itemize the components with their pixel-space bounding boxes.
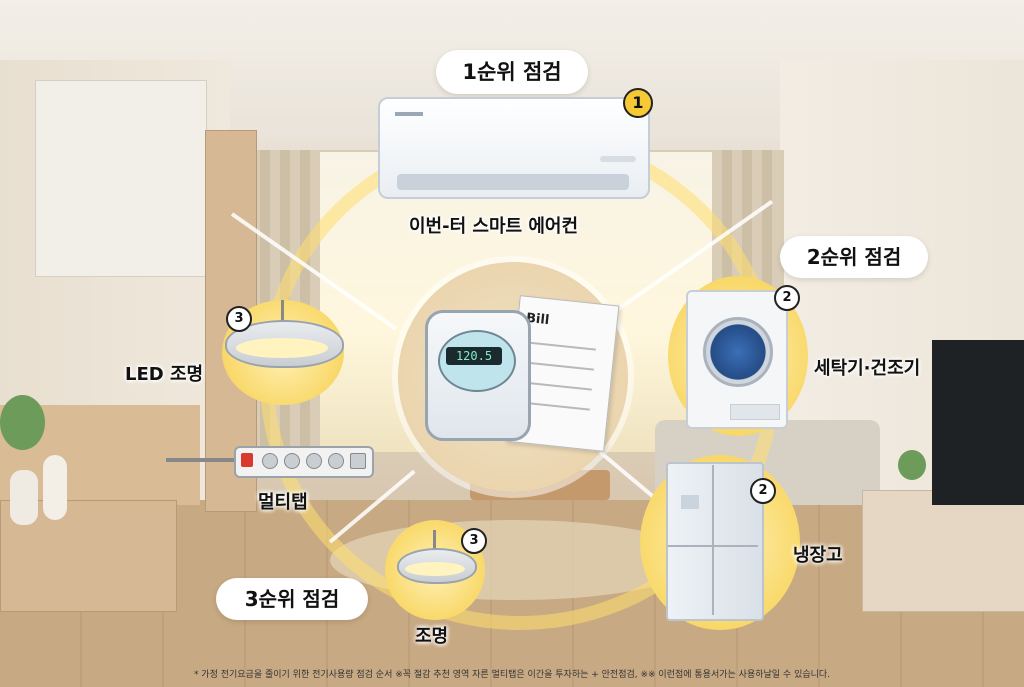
meter-reading: 120.5 xyxy=(446,347,502,365)
ac-vent xyxy=(397,174,629,190)
outlet xyxy=(328,453,344,469)
label-washer-dryer: 세탁기·건조기 xyxy=(814,358,921,379)
ac-indicator xyxy=(600,156,636,162)
footer-note: * 가정 전기요금을 줄이기 위한 전기사용량 점검 순서 ※꼭 절감 추천 영… xyxy=(193,670,831,680)
badge-2-fridge: 2 xyxy=(750,478,776,504)
ac-logo xyxy=(395,112,423,116)
plant-right xyxy=(898,450,926,480)
vase xyxy=(10,470,38,525)
tv-stand xyxy=(862,490,1024,612)
fridge-display xyxy=(681,495,699,509)
refrigerator xyxy=(666,462,764,621)
label-air-conditioner: 이번-터 스마트 에어컨 xyxy=(409,216,579,237)
vase xyxy=(43,455,67,520)
priority-2-pill: 2순위 점검 xyxy=(780,236,928,278)
priority-1-pill: 1순위 점검 xyxy=(436,50,588,94)
priority-3-pill: 3순위 점검 xyxy=(216,578,368,620)
power-cord xyxy=(166,458,236,462)
lamp-cord xyxy=(281,300,284,322)
label-power-strip: 멀티탭 xyxy=(258,492,308,513)
television xyxy=(932,340,1024,505)
plant-left xyxy=(0,395,45,450)
label-led-light: LED 조명 xyxy=(125,364,204,385)
washer-drawer xyxy=(730,404,780,420)
outlet xyxy=(350,453,366,469)
badge-3-led: 3 xyxy=(226,306,252,332)
fridge-drawer-line xyxy=(668,545,758,547)
badge-1: 1 xyxy=(623,88,653,118)
lamp-cord xyxy=(433,530,436,552)
outlet xyxy=(306,453,322,469)
label-light: 조명 xyxy=(415,626,449,647)
power-switch xyxy=(241,453,253,467)
outlet xyxy=(262,453,278,469)
fridge-door-split xyxy=(712,465,714,615)
upper-cabinet xyxy=(35,80,207,277)
washer-door xyxy=(703,317,773,387)
badge-3-light: 3 xyxy=(461,528,487,554)
badge-2-washer: 2 xyxy=(774,285,800,311)
lamp-glow xyxy=(236,338,328,358)
lamp-glow xyxy=(405,562,465,576)
outlet xyxy=(284,453,300,469)
label-refrigerator: 냉장고 xyxy=(793,545,843,566)
